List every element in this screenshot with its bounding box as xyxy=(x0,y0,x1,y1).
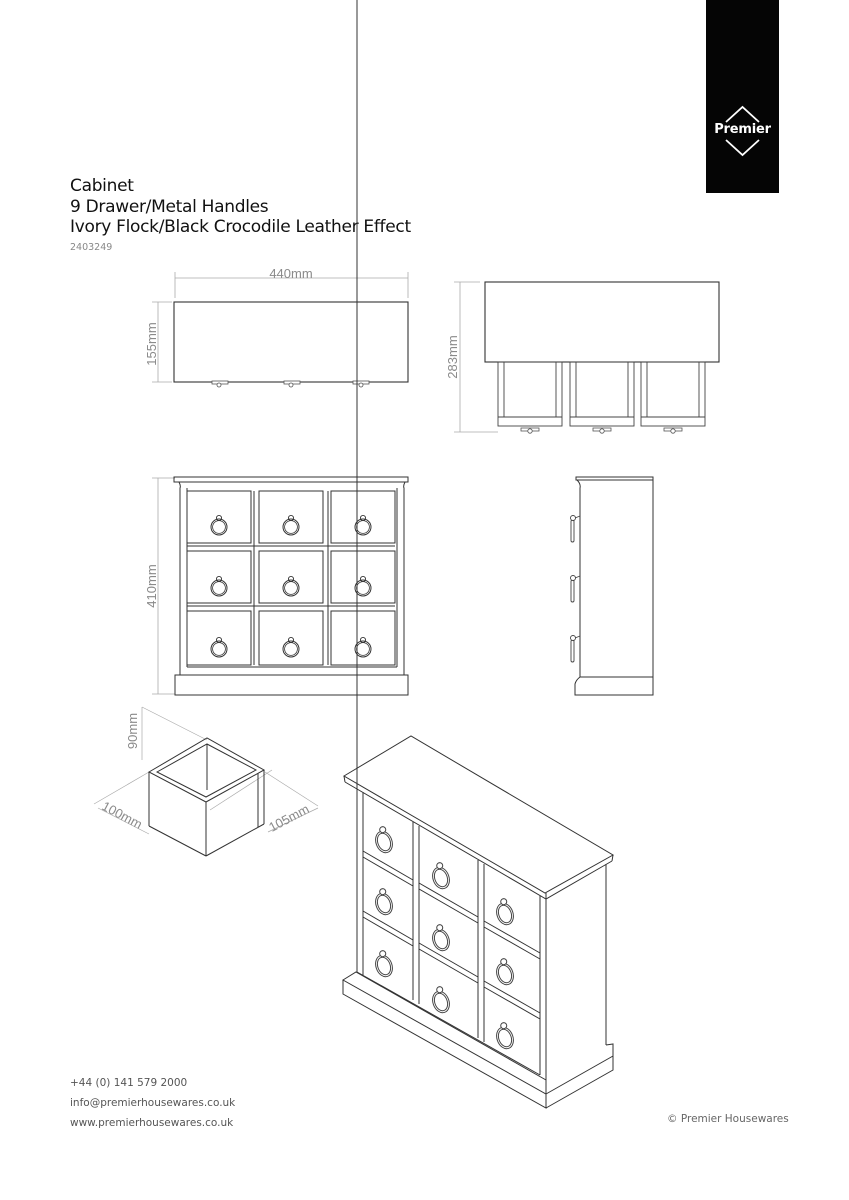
drawer-box-depth-label: 105mm xyxy=(266,801,311,835)
top-view-drawing: 440mm 155mm xyxy=(144,266,409,388)
diamond-chevron-logo-icon xyxy=(725,105,760,157)
side-view-drawing xyxy=(570,476,654,696)
brand-name: Premier xyxy=(714,122,771,137)
top-view-open-depth-label: 283mm xyxy=(445,335,460,378)
drawer-box-width-label: 100mm xyxy=(99,798,144,832)
product-title-line-3: Ivory Flock/Black Crocodile Leather Effe… xyxy=(70,217,411,237)
contact-website[interactable]: www.premierhousewares.co.uk xyxy=(70,1117,234,1129)
brand-logo-panel: Premier xyxy=(706,0,779,193)
product-sku: 2403249 xyxy=(70,241,113,253)
product-title-line-2: 9 Drawer/Metal Handles xyxy=(70,196,269,217)
product-title-block: Cabinet 9 Drawer/Metal Handles Ivory Flo… xyxy=(70,176,411,253)
top-view-width-label: 440mm xyxy=(269,266,312,281)
drawer-box-height-label: 90mm xyxy=(125,713,140,749)
cabinet-isometric-drawing xyxy=(342,0,615,1109)
top-view-depth-label: 155mm xyxy=(144,322,159,365)
contact-phone: +44 (0) 141 579 2000 xyxy=(70,1077,188,1089)
copyright-notice: © Premier Housewares xyxy=(667,1113,789,1125)
contact-footer: +44 (0) 141 579 2000 info@premierhousewa… xyxy=(70,1073,235,1133)
front-view-drawing: 410mm xyxy=(144,476,409,696)
product-title-line-1: Cabinet xyxy=(70,176,134,196)
front-view-height-label: 410mm xyxy=(144,564,159,607)
top-view-open-drawing: 283mm xyxy=(445,281,720,434)
contact-email[interactable]: info@premierhousewares.co.uk xyxy=(70,1097,236,1109)
drawer-box-drawing: 90mm 100mm 105mm xyxy=(93,706,319,857)
